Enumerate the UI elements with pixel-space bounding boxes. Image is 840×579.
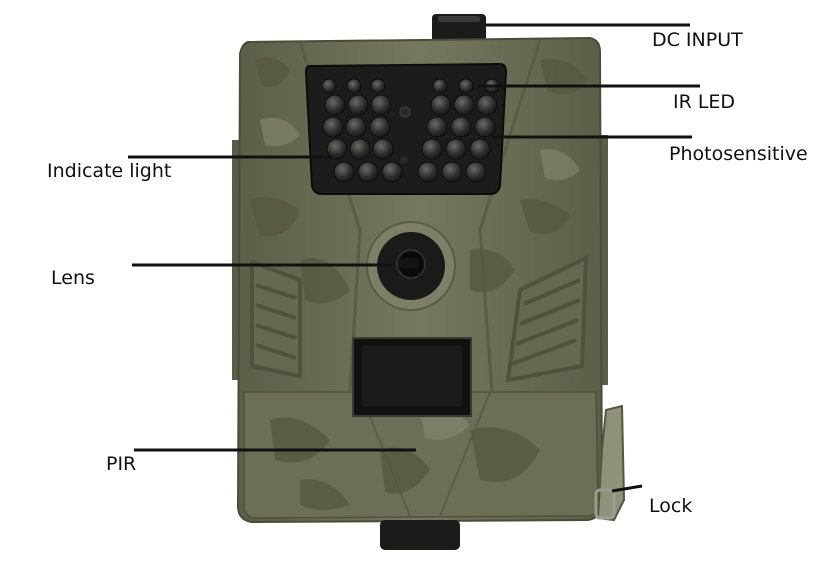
ir-led	[469, 138, 491, 160]
ir-led	[441, 161, 463, 183]
ir-led	[324, 94, 346, 116]
dc-input-plug	[432, 14, 486, 44]
leader-line-lock	[611, 484, 643, 493]
ir-led	[445, 138, 467, 160]
ir-led	[476, 94, 498, 116]
ir-led	[417, 161, 439, 183]
ir-led	[465, 161, 487, 183]
ir-led	[370, 78, 386, 94]
ir-led	[453, 94, 475, 116]
ir-led	[357, 161, 379, 183]
ir-led-array	[321, 78, 500, 183]
label-lens: Lens	[51, 267, 95, 289]
ir-led	[349, 138, 371, 160]
label-indicate-light: Indicate light	[47, 160, 172, 182]
photosensitive-sensor	[399, 106, 411, 118]
ir-led	[326, 138, 348, 160]
indicator-light	[400, 156, 408, 164]
right-vent	[505, 254, 589, 383]
ir-led	[381, 161, 403, 183]
ir-led	[372, 138, 394, 160]
ir-led	[450, 116, 472, 138]
ir-led	[430, 94, 452, 116]
ir-led	[333, 161, 355, 183]
label-ir-led: IR LED	[673, 91, 736, 113]
ir-led	[322, 116, 344, 138]
label-photosensitive: Photosensitive	[669, 143, 808, 165]
ir-led	[347, 94, 369, 116]
leader-lines	[128, 23, 700, 493]
label-pir: PIR	[106, 453, 137, 475]
ir-led	[369, 116, 391, 138]
ir-led	[370, 94, 392, 116]
label-lock: Lock	[649, 495, 693, 517]
ir-led	[458, 78, 474, 94]
label-dc-input: DC INPUT	[652, 29, 743, 51]
ir-led	[321, 78, 337, 94]
pir-sensor	[352, 337, 472, 417]
ir-led	[432, 78, 448, 94]
ir-led	[474, 116, 496, 138]
ir-led	[346, 78, 362, 94]
ir-led	[426, 116, 448, 138]
tripod-mount	[380, 520, 460, 550]
ir-led	[345, 116, 367, 138]
ir-led	[421, 138, 443, 160]
left-vent	[250, 259, 302, 379]
